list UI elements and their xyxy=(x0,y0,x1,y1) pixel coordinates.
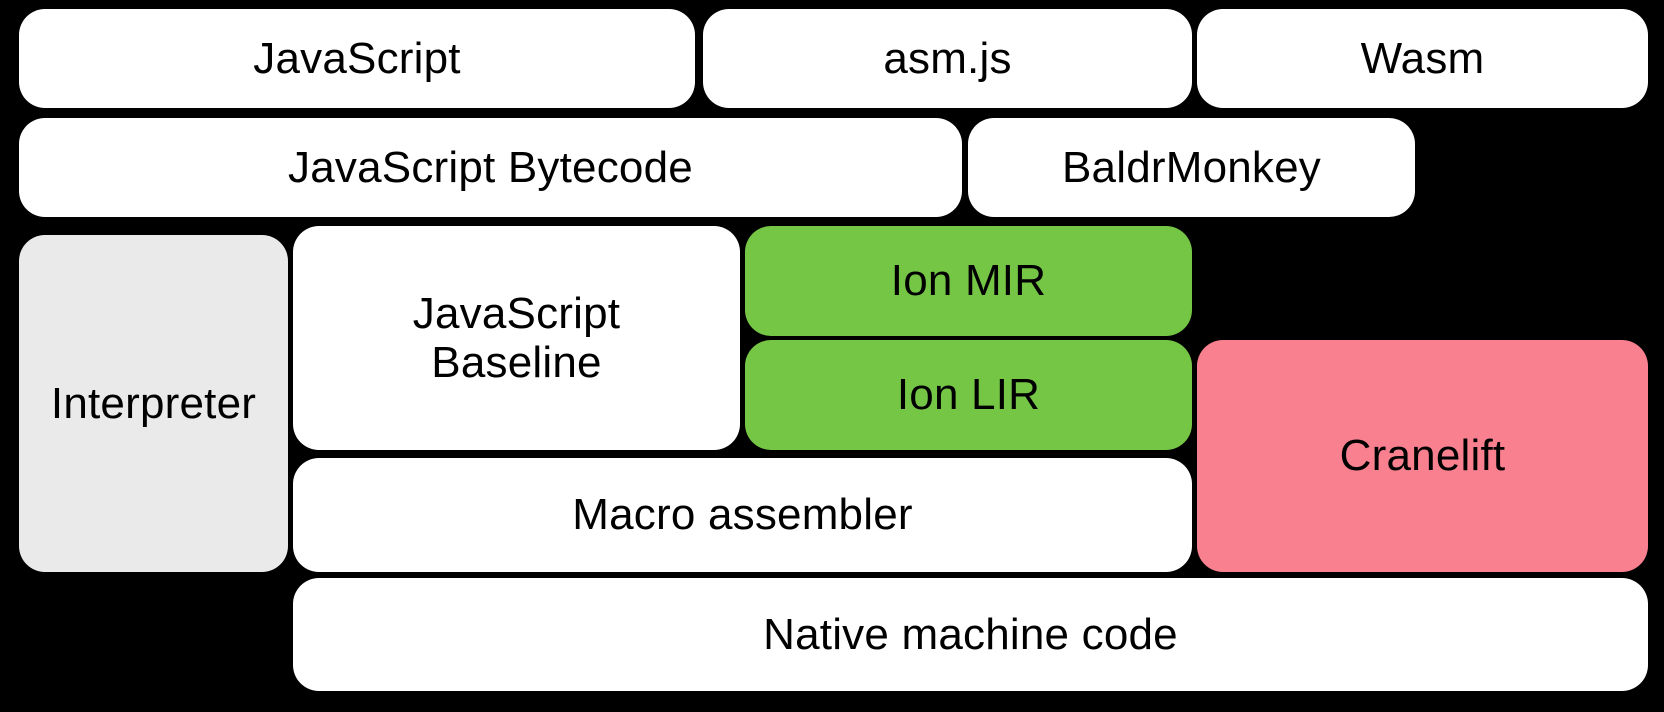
diagram-box-label: Ion MIR xyxy=(890,256,1047,306)
diagram-box-label: Ion LIR xyxy=(896,370,1041,420)
diagram-box-cranelift[interactable]: Cranelift xyxy=(1197,340,1648,572)
diagram-box-label: JavaScript Baseline xyxy=(412,288,621,387)
diagram-box-native-machine-code[interactable]: Native machine code xyxy=(293,578,1648,691)
diagram-box-label: JavaScript xyxy=(253,33,461,83)
diagram-box-ion-lir[interactable]: Ion LIR xyxy=(745,340,1192,450)
diagram-box-label: BaldrMonkey xyxy=(1062,142,1321,192)
diagram-box-asm-js[interactable]: asm.js xyxy=(703,9,1192,108)
diagram-box-label: JavaScript Bytecode xyxy=(288,142,693,192)
diagram-box-wasm[interactable]: Wasm xyxy=(1197,9,1648,108)
diagram-box-label: Native machine code xyxy=(763,609,1178,659)
diagram-box-label: Interpreter xyxy=(50,378,257,428)
diagram-box-javascript-baseline[interactable]: JavaScript Baseline xyxy=(293,226,740,450)
diagram-box-macro-assembler[interactable]: Macro assembler xyxy=(293,458,1192,572)
diagram-box-label: Macro assembler xyxy=(572,490,913,540)
diagram-box-interpreter[interactable]: Interpreter xyxy=(19,235,288,572)
diagram-box-label: Wasm xyxy=(1360,33,1485,83)
diagram-box-label: asm.js xyxy=(883,33,1012,83)
diagram-box-ion-mir[interactable]: Ion MIR xyxy=(745,226,1192,336)
diagram-box-label: Cranelift xyxy=(1339,431,1506,481)
diagram-box-javascript[interactable]: JavaScript xyxy=(19,9,695,108)
diagram-box-javascript-bytecode[interactable]: JavaScript Bytecode xyxy=(19,118,962,217)
diagram-box-baldrmonkey[interactable]: BaldrMonkey xyxy=(968,118,1415,217)
